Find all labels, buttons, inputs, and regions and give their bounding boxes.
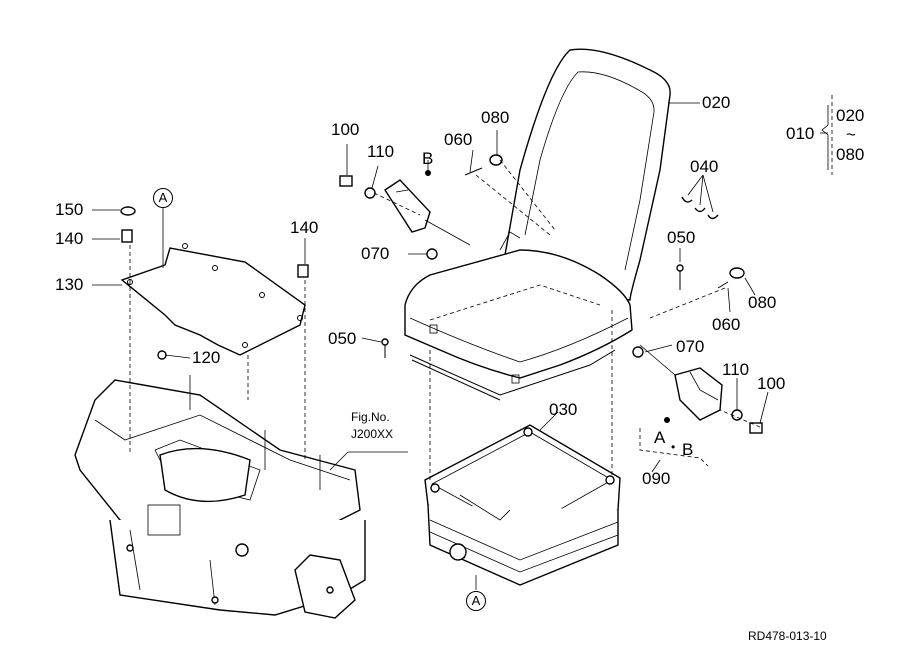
callout-090: 090 <box>642 469 671 488</box>
callout-150: 150 <box>55 200 84 219</box>
callout-100-right: 100 <box>757 374 786 393</box>
marker-b-top: B <box>422 149 434 168</box>
callout-100-left: 100 <box>331 120 360 139</box>
callout-060-right: 060 <box>712 315 741 334</box>
marker-a-circle-top: A <box>153 188 173 208</box>
callout-070-left: 070 <box>361 244 390 263</box>
figure-reference-label: Fig.No. <box>351 410 390 424</box>
marker-a-circle-bottom: A <box>466 591 486 611</box>
hardware <box>120 154 763 434</box>
callout-070-right: 070 <box>676 337 705 356</box>
figure-reference-number: J200XX <box>351 427 394 441</box>
seat-belt-right <box>639 344 723 421</box>
callout-060-left: 060 <box>444 130 473 149</box>
callout-050-left: 050 <box>328 329 357 348</box>
callout-080-right: 080 <box>748 293 777 312</box>
callout-010: 010 <box>786 124 815 143</box>
suspension-base <box>424 424 621 586</box>
drawing-code: RD478-013-10 <box>748 629 827 643</box>
callout-130: 130 <box>55 275 84 294</box>
callout-110-right: 110 <box>722 360 750 379</box>
seat-belt-left <box>384 179 471 246</box>
leader-lines <box>92 95 833 590</box>
seat-frame <box>74 375 366 619</box>
callout-110-left: 110 <box>367 142 395 161</box>
seat-cushion <box>404 249 633 401</box>
callout-140-left: 140 <box>55 229 84 248</box>
callout-120: 120 <box>192 348 221 367</box>
marker-dot-separator: • <box>671 440 676 454</box>
callout-080-left: 080 <box>481 108 510 127</box>
mounting-plate <box>120 243 306 356</box>
callout-140-right: 140 <box>290 218 319 237</box>
callout-080-range-end: 080 <box>836 145 865 164</box>
callout-040: 040 <box>690 157 719 176</box>
marker-a-group: A <box>654 428 666 447</box>
range-tilde: ~ <box>846 125 856 144</box>
marker-b-group: B <box>682 440 694 459</box>
callout-020: 020 <box>702 93 731 112</box>
callout-030: 030 <box>549 400 578 419</box>
callout-050-right: 050 <box>667 228 696 247</box>
callout-020-range-start: 020 <box>836 106 865 125</box>
